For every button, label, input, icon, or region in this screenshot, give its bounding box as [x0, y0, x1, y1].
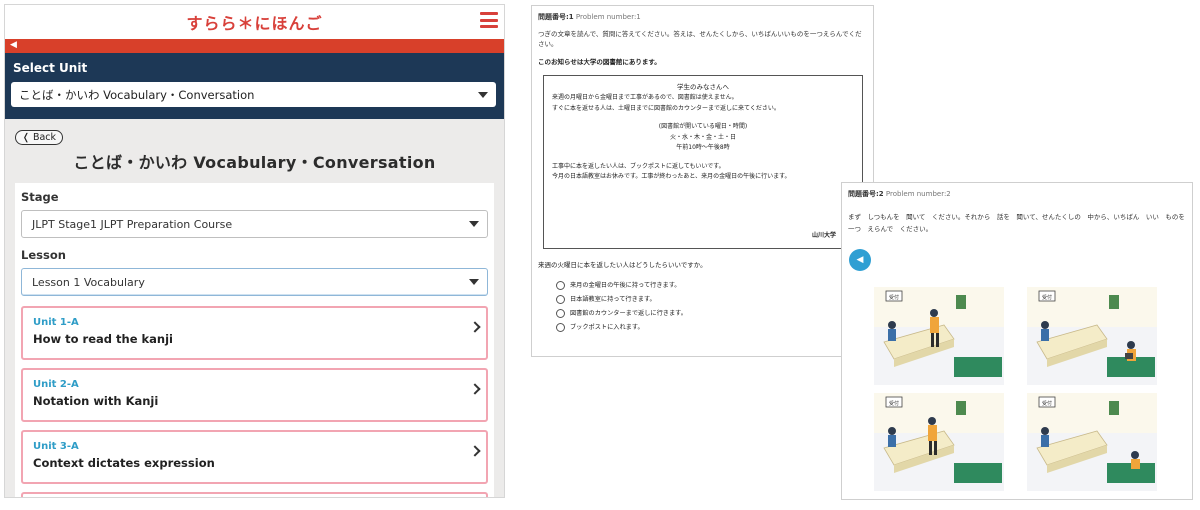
back-button[interactable]: ❬ Back: [15, 130, 64, 145]
page-title: ことば・かいわ Vocabulary・Conversation: [73, 153, 436, 172]
arrow-left-icon: ❬: [22, 132, 30, 143]
scene-sign: 受付: [1042, 294, 1052, 301]
problem-instruction: つぎの文章を読んで、質問に答えてください。答えは、せんたくしから、いちばんいいも…: [538, 29, 862, 49]
problem-context: このお知らせは大学の図書館にあります。: [538, 57, 661, 66]
answer-option-3[interactable]: 図書館のカウンターまで返しに行きます。: [556, 306, 867, 320]
unit-code: Unit 1-A: [33, 317, 79, 328]
notice-days: 火・水・木・金・土・日: [669, 133, 736, 141]
unit-item-2a[interactable]: Unit 2-A Notation with Kanji: [21, 368, 488, 422]
chevron-down-icon: [478, 91, 488, 98]
notice-signature: 山川大学 図: [811, 232, 848, 240]
question-text: 来週の火曜日に本を返したい人はどうしたらいいですか。: [538, 260, 707, 269]
select-unit-label: Select Unit: [13, 61, 88, 75]
notice-time: 午前10時〜午後8時: [676, 144, 730, 152]
radio-button[interactable]: [556, 280, 565, 290]
main-content: ❬ Back ことば・かいわ Vocabulary・Conversation S…: [5, 119, 504, 497]
library-counter-illustration: 受付: [1027, 393, 1157, 491]
option-label: 来月の金曜日の午後に持って行きます。: [570, 281, 681, 289]
notice-box: 学生のみなさんへ 来週の月曜日から金曜日まで工事があるので、図書館は使えません。…: [543, 74, 863, 249]
selection-card: Stage JLPT Stage1 JLPT Preparation Cours…: [15, 183, 494, 497]
chevron-down-icon: [469, 221, 479, 227]
scene-sign: 受付: [1042, 400, 1052, 407]
stage-label: Stage: [21, 190, 59, 204]
problem-1-panel: 問題番号:1 Problem number:1 つぎの文章を読んで、質問に答えて…: [531, 5, 874, 357]
radio-button[interactable]: [556, 294, 565, 304]
app-logo: すらら＊にほんご: [186, 14, 323, 33]
problem-number-en: Problem number:1: [575, 13, 641, 21]
lesson-label: Lesson: [21, 248, 66, 262]
problem-number-jp: 問題番号:2: [848, 190, 884, 198]
answer-image-4[interactable]: 受付: [1027, 393, 1157, 491]
problem-2-panel: 問題番号:2 Problem number:2 まず しつもんを 聞いて くださ…: [841, 182, 1193, 500]
notice-line: 来週の月曜日から金曜日まで工事があるので、図書館は使えません。: [552, 94, 738, 102]
unit-title: Notation with Kanji: [33, 394, 159, 408]
app-header: すらら＊にほんご: [5, 5, 504, 39]
problem-instruction: まず しつもんを 聞いて ください。それから 話を 聞いて、せんたくしの 中から…: [848, 213, 1192, 234]
library-counter-illustration: 受付: [874, 287, 1004, 385]
audio-play-button[interactable]: ◀︎: [849, 249, 871, 271]
option-label: ブックポストに入れます。: [570, 323, 644, 331]
option-label: 日本語教室に持って行きます。: [570, 295, 656, 303]
chevron-down-icon: [469, 279, 479, 285]
notice-line: 今月の日本語教室はお休みです。工事が終わったあと、来月の金曜日の午後に行います。: [552, 173, 791, 181]
unit-selector-bar: Select Unit ことば・かいわ Vocabulary・Conversat…: [5, 53, 504, 119]
speaker-icon: ◀︎: [856, 255, 864, 265]
radio-button[interactable]: [556, 322, 565, 332]
notice-title: 学生のみなさんへ: [677, 82, 729, 91]
lesson-select-value: Lesson 1 Vocabulary: [32, 275, 145, 289]
answer-image-1[interactable]: 受付: [874, 287, 1004, 385]
answer-image-2[interactable]: 受付: [1027, 287, 1157, 385]
unit-select[interactable]: ことば・かいわ Vocabulary・Conversation: [11, 82, 496, 107]
problem-number: 問題番号:1 Problem number:1: [538, 12, 867, 23]
unit-title: How to read the kanji: [33, 332, 173, 346]
answer-option-1[interactable]: 来月の金曜日の午後に持って行きます。: [556, 278, 867, 292]
notice-line: 工事中に本を返したい人は、ブックポストに返してもいいです。: [552, 162, 725, 170]
stage-select-value: JLPT Stage1 JLPT Preparation Course: [32, 217, 233, 231]
unit-select-value: ことば・かいわ Vocabulary・Conversation: [19, 87, 255, 102]
problem-number-jp: 問題番号:1: [538, 13, 574, 21]
unit-item-3a[interactable]: Unit 3-A Context dictates expression: [21, 430, 488, 484]
problem-number-en: Problem number:2: [885, 190, 951, 198]
answer-option-4[interactable]: ブックポストに入れます。: [556, 320, 867, 334]
lesson-select[interactable]: Lesson 1 Vocabulary: [21, 268, 488, 296]
speaker-icon[interactable]: ◀︎: [10, 40, 17, 50]
notice-line: すぐに本を返せる人は、土曜日までに図書館のカウンターまで返しに来てください。: [552, 104, 780, 112]
problem-number: 問題番号:2 Problem number:2: [848, 189, 1186, 199]
stage-select[interactable]: JLPT Stage1 JLPT Preparation Course: [21, 210, 488, 238]
unit-code: Unit 3-A: [33, 441, 79, 452]
answer-options: 来月の金曜日の午後に持って行きます。 日本語教室に持って行きます。 図書館のカウ…: [538, 278, 867, 334]
mobile-app-panel: すらら＊にほんご ◀︎ Select Unit ことば・かいわ Vocabula…: [4, 4, 505, 498]
unit-title: Context dictates expression: [33, 456, 215, 470]
menu-icon[interactable]: [480, 12, 498, 28]
answer-image-3[interactable]: 受付: [874, 393, 1004, 491]
unit-item-next[interactable]: [21, 492, 488, 497]
radio-button[interactable]: [556, 308, 565, 318]
option-label: 図書館のカウンターまで返しに行きます。: [570, 309, 687, 317]
library-counter-illustration: 受付: [1027, 287, 1157, 385]
unit-code: Unit 2-A: [33, 379, 79, 390]
unit-item-1a[interactable]: Unit 1-A How to read the kanji: [21, 306, 488, 360]
back-label: Back: [32, 132, 57, 143]
scene-sign: 受付: [889, 294, 899, 301]
scene-sign: 受付: [889, 400, 899, 407]
notice-hours-title: (図書館が開いている曜日・時間): [658, 123, 748, 131]
sound-bar: ◀︎: [5, 39, 504, 53]
answer-option-2[interactable]: 日本語教室に持って行きます。: [556, 292, 867, 306]
library-counter-illustration: 受付: [874, 393, 1004, 491]
